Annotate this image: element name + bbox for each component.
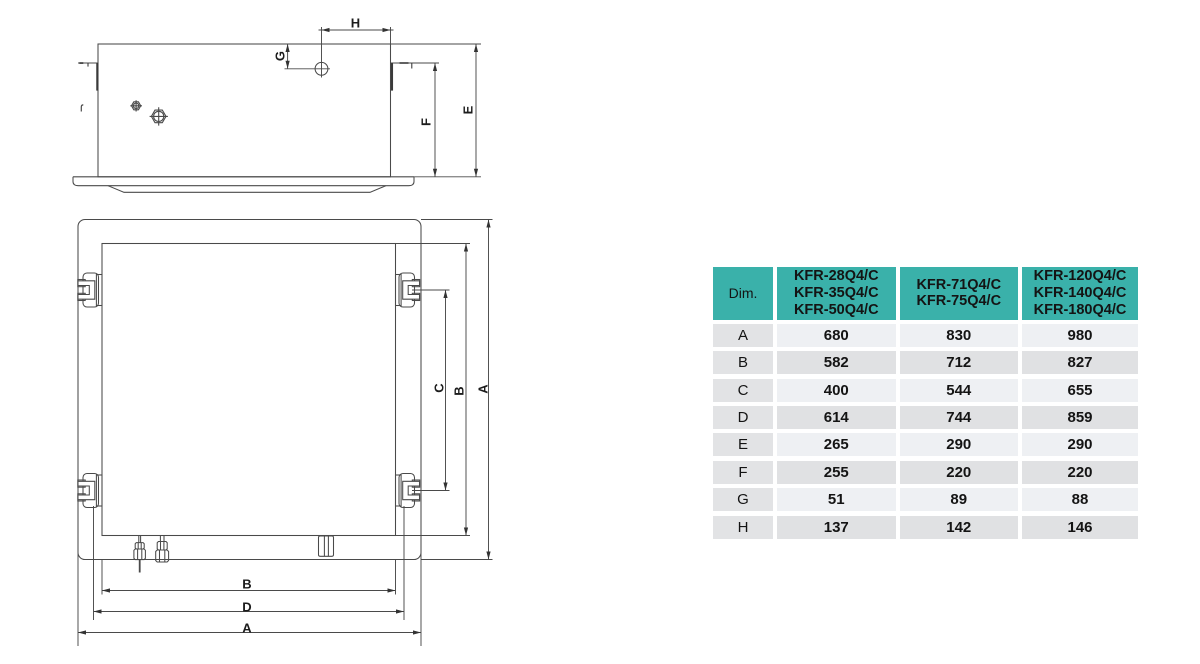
side-view	[72, 43, 439, 193]
table-row-A-label: A	[713, 323, 773, 347]
table-row-E-value-3: 290	[1022, 433, 1138, 457]
side-view-panel	[72, 176, 415, 193]
dim-label-E: E	[460, 105, 476, 115]
hanging-tab	[317, 535, 335, 557]
table-row-H-label: H	[713, 515, 773, 539]
table-row-A-value-1: 680	[777, 323, 896, 347]
table-header-model-group-1: KFR-28Q4/C KFR-35Q4/C KFR-50Q4/C	[777, 267, 896, 320]
plan-view-dimensions	[77, 219, 493, 646]
table-row-B-value-2: 712	[899, 351, 1018, 375]
table-row-A-value-2: 830	[899, 323, 1018, 347]
dim-H	[318, 27, 394, 78]
drain-fitting-1	[133, 536, 146, 573]
side-view-body	[97, 43, 392, 178]
dim-D-bottom	[93, 506, 405, 620]
table-row-B-value-1: 582	[777, 351, 896, 375]
hanger-hook-mark	[80, 104, 84, 112]
dim-G	[284, 44, 330, 70]
table-row-A-value-3: 980	[1022, 323, 1138, 347]
mounting-bracket-top-left	[77, 272, 103, 308]
table-row-F-value-3: 220	[1022, 460, 1138, 484]
table-row-F-value-1: 255	[777, 460, 896, 484]
table-row-E-value-2: 290	[899, 433, 1018, 457]
table-row-B-label: B	[713, 351, 773, 375]
table-row-D-value-3: 859	[1022, 406, 1138, 430]
table-row-D-value-2: 744	[899, 406, 1018, 430]
table-row-G-value-3: 88	[1022, 488, 1138, 512]
plan-view	[77, 218, 422, 573]
table-row-F-value-2: 220	[899, 460, 1018, 484]
table-row-C-value-1: 400	[777, 378, 896, 402]
dim-label-B-bottom: B	[242, 576, 252, 592]
dim-F	[432, 63, 438, 177]
table-row-E-label: E	[713, 433, 773, 457]
table-row-H-value-2: 142	[899, 515, 1018, 539]
dimensions-table: Dim. KFR-28Q4/C KFR-35Q4/C KFR-50Q4/C KF…	[713, 267, 1138, 539]
side-view-dimensions	[284, 27, 481, 178]
table-row-G-value-2: 89	[899, 488, 1018, 512]
dim-C-right	[412, 289, 450, 491]
table-row-G-value-1: 51	[777, 488, 896, 512]
table-row-C-value-3: 655	[1022, 378, 1138, 402]
table-row-B-value-3: 827	[1022, 351, 1138, 375]
table-row-C-label: C	[713, 378, 773, 402]
side-view-left-bracket	[78, 62, 99, 91]
table-row-H-value-3: 146	[1022, 515, 1138, 539]
drain-fitting-2	[155, 536, 170, 563]
dim-B-right	[395, 243, 470, 536]
dim-label-B-right: B	[451, 385, 467, 396]
dim-label-C-right: C	[431, 383, 447, 393]
table-row-C-value-2: 544	[899, 378, 1018, 402]
dim-label-H: H	[350, 15, 361, 30]
dim-label-A-right: A	[475, 384, 490, 394]
table-header-model-group-3: KFR-120Q4/C KFR-140Q4/C KFR-180Q4/C	[1022, 267, 1138, 320]
table-row-G-label: G	[713, 488, 773, 512]
dim-label-D-bottom: D	[242, 599, 252, 615]
dim-label-A-bottom: A	[242, 620, 252, 635]
table-row-D-value-1: 614	[777, 406, 896, 430]
dim-label-F: F	[418, 117, 434, 126]
dim-A-right	[421, 219, 493, 560]
table-row-F-label: F	[713, 460, 773, 484]
mounting-bracket-bottom-left	[77, 472, 103, 509]
side-view-right-bracket	[390, 62, 439, 91]
plan-panel-outline	[77, 218, 422, 561]
table-header-dim: Dim.	[713, 267, 773, 320]
table-row-D-label: D	[713, 406, 773, 430]
dim-A-bottom	[77, 552, 422, 646]
small-hex-fitting	[130, 100, 142, 112]
dim-E	[390, 43, 481, 178]
plan-body-outline	[101, 242, 397, 537]
table-row-H-value-1: 137	[777, 515, 896, 539]
large-hex-fitting	[149, 107, 168, 126]
dim-B-bottom	[101, 559, 396, 595]
table-header-model-group-2: KFR-71Q4/C KFR-75Q4/C	[899, 267, 1018, 320]
dim-label-G: G	[272, 50, 288, 61]
table-row-E-value-1: 265	[777, 433, 896, 457]
